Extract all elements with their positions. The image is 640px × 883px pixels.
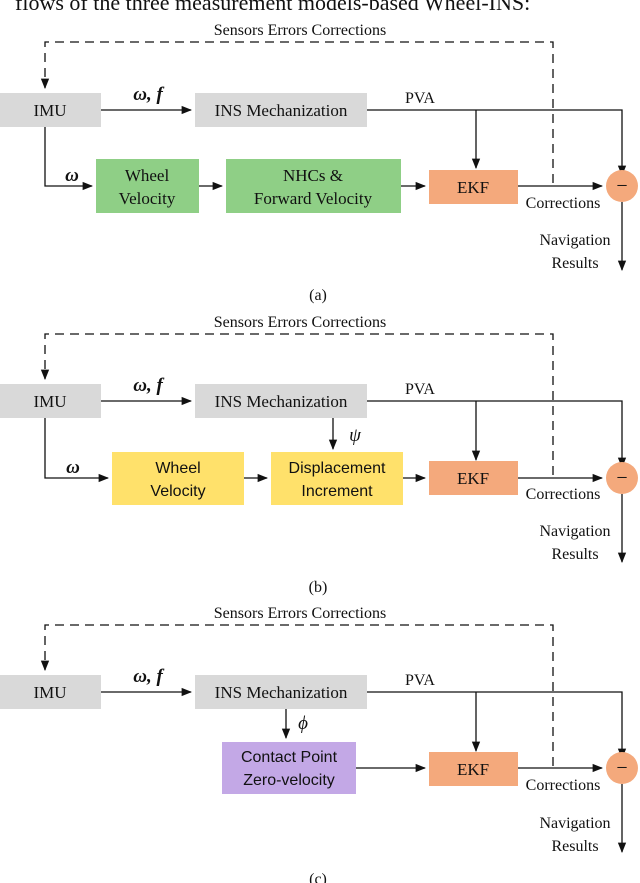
wheel-velocity-line2: Velocity <box>119 189 176 208</box>
contact-point-zero-velocity-box <box>222 742 356 794</box>
ins-mechanization-box <box>195 384 367 418</box>
minus-node <box>606 752 638 784</box>
caption-c: (c) <box>309 871 327 883</box>
ekf-box <box>429 752 518 786</box>
omega-label: ω <box>65 165 79 186</box>
imu-label: IMU <box>33 392 66 411</box>
feedback-dashed-line <box>40 624 554 766</box>
corrections-label: Corrections <box>526 195 601 212</box>
omega-f-label: ω, f <box>133 666 164 687</box>
ins-mechanization-box <box>195 93 367 127</box>
minus-sign: − <box>616 757 627 779</box>
omega-label: ω <box>66 457 80 478</box>
ekf-label: EKF <box>457 469 489 488</box>
corrections-label: Corrections <box>526 777 601 794</box>
pva-label: PVA <box>405 672 435 689</box>
minus-node <box>606 462 638 494</box>
wheel-velocity-line1: Wheel <box>155 460 200 477</box>
sensor-errors-corrections-label: Sensors Errors Corrections <box>214 22 386 39</box>
caption-b: (b) <box>309 579 328 596</box>
pva-label: PVA <box>405 381 435 398</box>
diagram-b: Sensors Errors Corrections IMU ω, f INS … <box>0 314 638 596</box>
wheel-velocity-box <box>112 452 244 505</box>
imu-box <box>0 384 101 418</box>
navigation-results-line1: Navigation <box>539 232 610 249</box>
nhc-line1: NHCs & <box>283 166 343 185</box>
nhc-line2: Forward Velocity <box>254 189 373 208</box>
corrections-label: Corrections <box>526 486 601 503</box>
minus-sign: − <box>616 175 627 197</box>
sensor-errors-corrections-label: Sensors Errors Corrections <box>214 314 386 331</box>
imu-box <box>0 675 101 709</box>
top-caption: flows of the three measurement models-ba… <box>15 0 530 15</box>
navigation-results-line2: Results <box>551 838 598 855</box>
navigation-results-line2: Results <box>551 255 598 272</box>
pva-line <box>367 691 627 760</box>
diagram-c: Sensors Errors Corrections IMU ω, f INS … <box>0 605 638 883</box>
pva-label: PVA <box>405 90 435 107</box>
wheel-velocity-line2: Velocity <box>150 483 205 500</box>
contact-point-line2: Zero-velocity <box>243 772 335 789</box>
ekf-box <box>429 170 518 204</box>
omega-f-label: ω, f <box>133 84 164 105</box>
displacement-line2: Increment <box>301 483 373 500</box>
wheel-velocity-box <box>96 159 199 213</box>
displacement-increment-box <box>271 452 403 505</box>
ekf-box <box>429 461 518 495</box>
ekf-label: EKF <box>457 178 489 197</box>
pva-line <box>367 109 627 177</box>
imu-box <box>0 93 101 127</box>
imu-label: IMU <box>33 683 66 702</box>
omega-branch-line <box>44 418 110 483</box>
omega-f-label: ω, f <box>133 375 164 396</box>
phi-label: ϕ <box>298 713 308 734</box>
ins-mechanization-box <box>195 675 367 709</box>
minus-node <box>606 170 638 202</box>
ekf-label: EKF <box>457 760 489 779</box>
displacement-line1: Displacement <box>289 460 386 477</box>
sensor-errors-corrections-label: Sensors Errors Corrections <box>214 605 386 622</box>
wheel-velocity-line1: Wheel <box>125 166 170 185</box>
ins-mechanization-label: INS Mechanization <box>215 101 348 120</box>
diagram-a: Sensors Errors Corrections IMU ω, f INS … <box>0 22 638 304</box>
imu-label: IMU <box>33 101 66 120</box>
navigation-results-line1: Navigation <box>539 523 610 540</box>
omega-branch-line <box>44 127 94 191</box>
ins-mechanization-label: INS Mechanization <box>215 683 348 702</box>
psi-label: ψ <box>349 425 362 446</box>
ins-mechanization-label: INS Mechanization <box>215 392 348 411</box>
caption-a: (a) <box>309 287 327 304</box>
feedback-dashed-line <box>40 333 554 475</box>
nhc-forward-velocity-box <box>226 159 401 213</box>
feedback-dashed-line <box>40 41 554 183</box>
minus-sign: − <box>616 467 627 489</box>
navigation-results-line2: Results <box>551 546 598 563</box>
pva-line <box>367 400 627 469</box>
navigation-results-line1: Navigation <box>539 815 610 832</box>
contact-point-line1: Contact Point <box>241 749 338 766</box>
